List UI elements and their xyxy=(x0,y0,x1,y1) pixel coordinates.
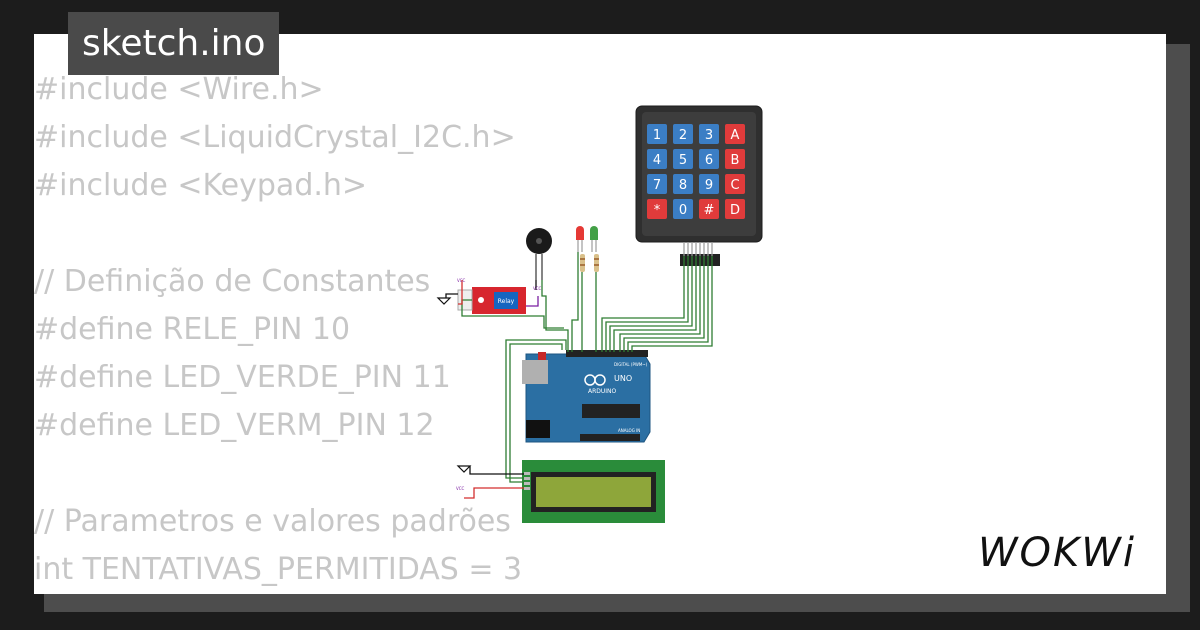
vcc-label: VCC xyxy=(456,486,465,491)
code-line: #define RELE_PIN 10 xyxy=(34,312,351,347)
wokwi-logo: WOKWi xyxy=(978,530,1136,576)
keypad-key xyxy=(699,124,719,144)
keypad-key-label: 3 xyxy=(705,128,713,143)
code-line: #define LED_VERDE_PIN 11 xyxy=(34,360,451,395)
keypad-key-label: 4 xyxy=(653,153,661,168)
wires xyxy=(445,252,713,499)
code-preview: #include <Wire.h> #include <LiquidCrysta… xyxy=(34,66,522,594)
buzzer xyxy=(526,228,552,280)
resistors xyxy=(580,254,599,272)
file-tab[interactable]: sketch.ino xyxy=(68,12,280,75)
code-line: #include <Wire.h> xyxy=(34,72,324,107)
arduino-model: UNO xyxy=(614,374,632,383)
keypad: 1 2 3 A 4 5 6 B 7 8 9 C * 0 # D xyxy=(635,105,763,266)
keypad-key-label: 6 xyxy=(705,153,713,168)
vcc-label: VCC xyxy=(457,278,466,283)
keypad-key-label: # xyxy=(704,203,715,218)
code-line: // Parametros e valores padrões xyxy=(34,504,511,539)
led-red xyxy=(576,226,584,252)
arduino-analog-label: ANALOG IN xyxy=(618,428,640,433)
lcd-display xyxy=(522,460,665,523)
relay-module: Relay xyxy=(457,287,526,314)
led-green xyxy=(590,226,598,252)
keypad-key xyxy=(647,124,667,144)
keypad-key-label: * xyxy=(654,203,661,218)
svg-text:WOKWi: WOKWi xyxy=(978,530,1136,576)
code-line: #define LED_VERM_PIN 12 xyxy=(34,408,435,443)
keypad-key xyxy=(647,149,667,169)
relay-label: Relay xyxy=(498,298,515,305)
keypad-key-label: 9 xyxy=(705,178,713,193)
keypad-key-label: 5 xyxy=(679,153,687,168)
code-line: #include <Keypad.h> xyxy=(34,168,368,203)
keypad-key-label: 2 xyxy=(679,128,687,143)
keypad-key-label: C xyxy=(730,178,739,193)
keypad-key-label: B xyxy=(731,153,740,168)
keypad-key xyxy=(673,174,693,194)
code-line: #include <LiquidCrystal_I2C.h> xyxy=(34,120,516,155)
keypad-key xyxy=(699,149,719,169)
arduino-digital-label: DIGITAL (PWM~) xyxy=(614,362,648,367)
keypad-key xyxy=(725,199,745,219)
keypad-key-label: 8 xyxy=(679,178,687,193)
keypad-key xyxy=(699,199,719,219)
keypad-key xyxy=(647,174,667,194)
ground-symbols xyxy=(436,297,472,473)
keypad-key xyxy=(725,124,745,144)
keypad-key xyxy=(647,199,667,219)
vcc-label: VCC xyxy=(533,286,542,291)
keypad-key xyxy=(673,199,693,219)
vcc-symbols: VCC VCC VCC xyxy=(456,278,542,491)
keypad-key xyxy=(699,174,719,194)
code-line: // Definição de Constantes xyxy=(34,264,431,299)
keypad-key-label: 0 xyxy=(679,203,687,218)
arduino-brand: ARDUINO xyxy=(588,388,617,395)
keypad-key-label: 7 xyxy=(653,178,661,193)
keypad-key-label: A xyxy=(731,128,740,143)
keypad-key-label: 1 xyxy=(653,128,661,143)
keypad-key xyxy=(725,174,745,194)
keypad-key-label: D xyxy=(730,203,740,218)
keypad-key xyxy=(673,124,693,144)
code-line: int TENTATIVAS_PERMITIDAS = 3 xyxy=(34,552,523,587)
keypad-key xyxy=(673,149,693,169)
arduino-uno: ARDUINO UNO DIGITAL (PWM~) ANALOG IN xyxy=(522,350,651,443)
keypad-key xyxy=(725,149,745,169)
